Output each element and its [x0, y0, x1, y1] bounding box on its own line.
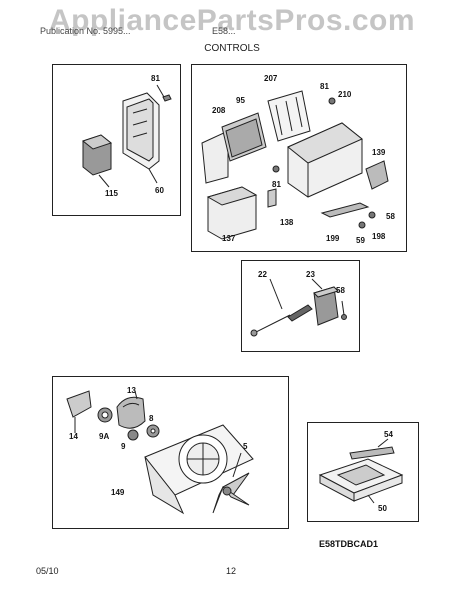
label-210: 210 [338, 90, 352, 99]
label-22: 22 [258, 270, 267, 279]
label-208: 208 [212, 106, 226, 115]
label-207: 207 [264, 74, 278, 83]
label-139: 139 [372, 148, 386, 157]
footer-page-number: 12 [226, 566, 237, 576]
label-81-a: 81 [320, 82, 329, 91]
label-95: 95 [236, 96, 245, 105]
diagram-code: E58TDBCAD1 [319, 539, 379, 549]
site-watermark: AppliancePartsPros.com [48, 4, 416, 37]
label-50: 50 [378, 504, 387, 513]
footer-date: 05/10 [36, 566, 59, 576]
bottom-left-parts-drawing: 13 9A 14 8 9 5 149 [66, 386, 254, 515]
panel-top-right: 207 81 210 95 208 139 81 138 58 199 198 … [191, 64, 407, 252]
label-199: 199 [326, 234, 340, 243]
panel-top-left: 81 60 115 [52, 64, 181, 216]
panel-middle: 22 23 58 [241, 260, 360, 352]
label-5: 5 [243, 442, 248, 451]
label-58-b: 58 [336, 286, 345, 295]
bottom-right-parts-drawing: 54 50 [318, 430, 404, 513]
panel-bottom-left: 13 9A 14 8 9 5 149 [52, 376, 289, 529]
publication-number: Publication No. 5995... [40, 26, 131, 36]
label-138: 138 [280, 218, 294, 227]
label-198: 198 [372, 232, 386, 241]
label-149: 149 [111, 488, 125, 497]
panel-bottom-right: 54 50 [307, 422, 419, 522]
top-right-parts-drawing: 207 81 210 95 208 139 81 138 58 199 198 … [201, 74, 395, 245]
label-9a: 9A [99, 432, 109, 441]
label-23: 23 [306, 270, 315, 279]
label-137: 137 [222, 234, 236, 243]
label-115: 115 [105, 189, 118, 198]
label-9: 9 [121, 442, 126, 451]
top-left-parts-drawing: 81 60 115 [81, 74, 172, 198]
label-81-b: 81 [272, 180, 281, 189]
middle-parts-drawing: 22 23 58 [250, 270, 347, 337]
label-58: 58 [386, 212, 395, 221]
label-13: 13 [127, 386, 136, 395]
model-number: E58... [212, 26, 236, 36]
label-8: 8 [149, 414, 154, 423]
label-54: 54 [384, 430, 393, 439]
label-14: 14 [69, 432, 78, 441]
label-60: 60 [155, 186, 164, 195]
section-title: CONTROLS [204, 43, 260, 54]
label-59: 59 [356, 236, 365, 245]
label-81: 81 [151, 74, 160, 83]
